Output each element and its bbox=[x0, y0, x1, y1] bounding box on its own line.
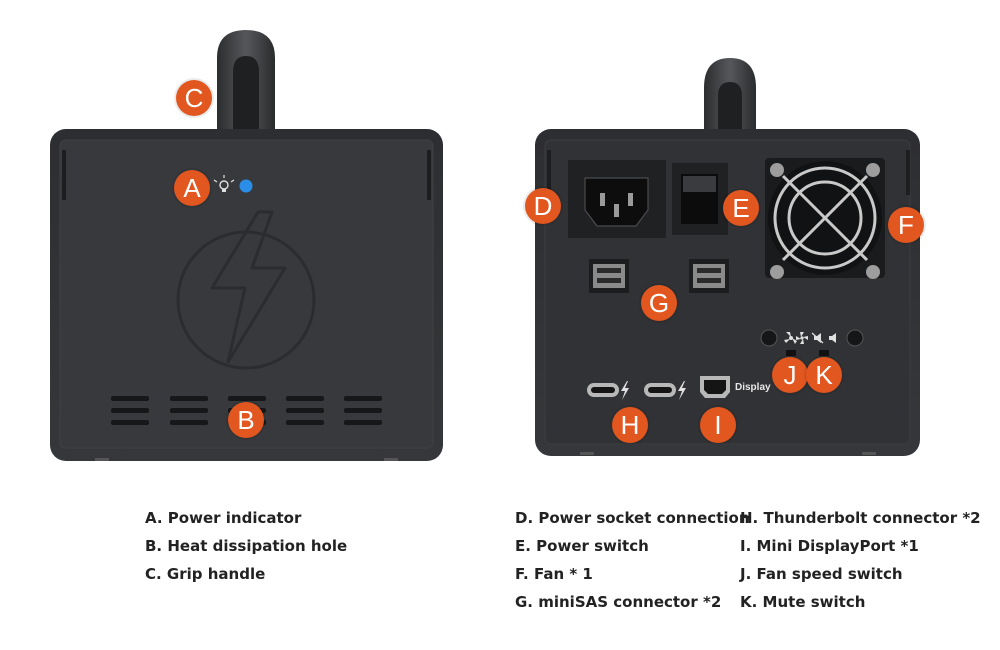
speaker-icon bbox=[829, 333, 836, 343]
badge-a: A bbox=[174, 170, 210, 206]
mini-displayport bbox=[700, 376, 730, 398]
badge-h: H bbox=[612, 407, 648, 443]
badge-i: I bbox=[700, 407, 736, 443]
legend-right: H. Thunderbolt connector *2 I. Mini Disp… bbox=[740, 504, 981, 616]
power-switch bbox=[672, 163, 728, 235]
power-socket bbox=[568, 160, 666, 238]
back-unit: Display bbox=[535, 58, 920, 456]
legend-item: H. Thunderbolt connector *2 bbox=[740, 509, 981, 527]
lightbulb-icon bbox=[213, 175, 235, 192]
badge-k: K bbox=[806, 357, 842, 393]
legend-item: F. Fan * 1 bbox=[515, 565, 593, 583]
heat-dissipation-vents bbox=[111, 396, 382, 425]
badge-d: D bbox=[525, 188, 561, 224]
front-unit bbox=[50, 30, 443, 461]
legend-item: B. Heat dissipation hole bbox=[145, 537, 348, 555]
thunderbolt-logo-watermark bbox=[176, 210, 316, 370]
legend-middle: D. Power socket connection E. Power swit… bbox=[515, 504, 750, 616]
display-port-label: Display bbox=[735, 382, 771, 393]
thunderbolt-port-2 bbox=[644, 383, 676, 397]
legend-item: J. Fan speed switch bbox=[740, 565, 903, 583]
legend-item: K. Mute switch bbox=[740, 593, 866, 611]
badge-b: B bbox=[228, 402, 264, 438]
fan-icon bbox=[796, 332, 808, 344]
product-illustration: Display A B C D E F G H I J K bbox=[50, 30, 924, 461]
thunderbolt-port-1 bbox=[587, 383, 619, 397]
badge-c: C bbox=[176, 80, 212, 116]
legend-item: G. miniSAS connector *2 bbox=[515, 593, 722, 611]
fan-icon bbox=[784, 332, 797, 344]
legend-item: C. Grip handle bbox=[145, 565, 266, 583]
thunderbolt-icon bbox=[678, 381, 686, 400]
legend-left: A. Power indicator B. Heat dissipation h… bbox=[145, 504, 347, 588]
minisas-connector-1 bbox=[589, 259, 629, 293]
badge-f: F bbox=[888, 207, 924, 243]
legend-item: I. Mini DisplayPort *1 bbox=[740, 537, 919, 555]
power-indicator-led bbox=[239, 179, 253, 193]
mute-icon bbox=[811, 332, 824, 344]
fan bbox=[765, 158, 885, 279]
badge-g: G bbox=[641, 285, 677, 321]
badge-e: E bbox=[723, 190, 759, 226]
minisas-connector-2 bbox=[689, 259, 729, 293]
legend-item: E. Power switch bbox=[515, 537, 649, 555]
legend-item: D. Power socket connection bbox=[515, 509, 750, 527]
thunderbolt-icon bbox=[621, 381, 629, 400]
legend-item: A. Power indicator bbox=[145, 509, 302, 527]
badge-j: J bbox=[772, 357, 808, 393]
